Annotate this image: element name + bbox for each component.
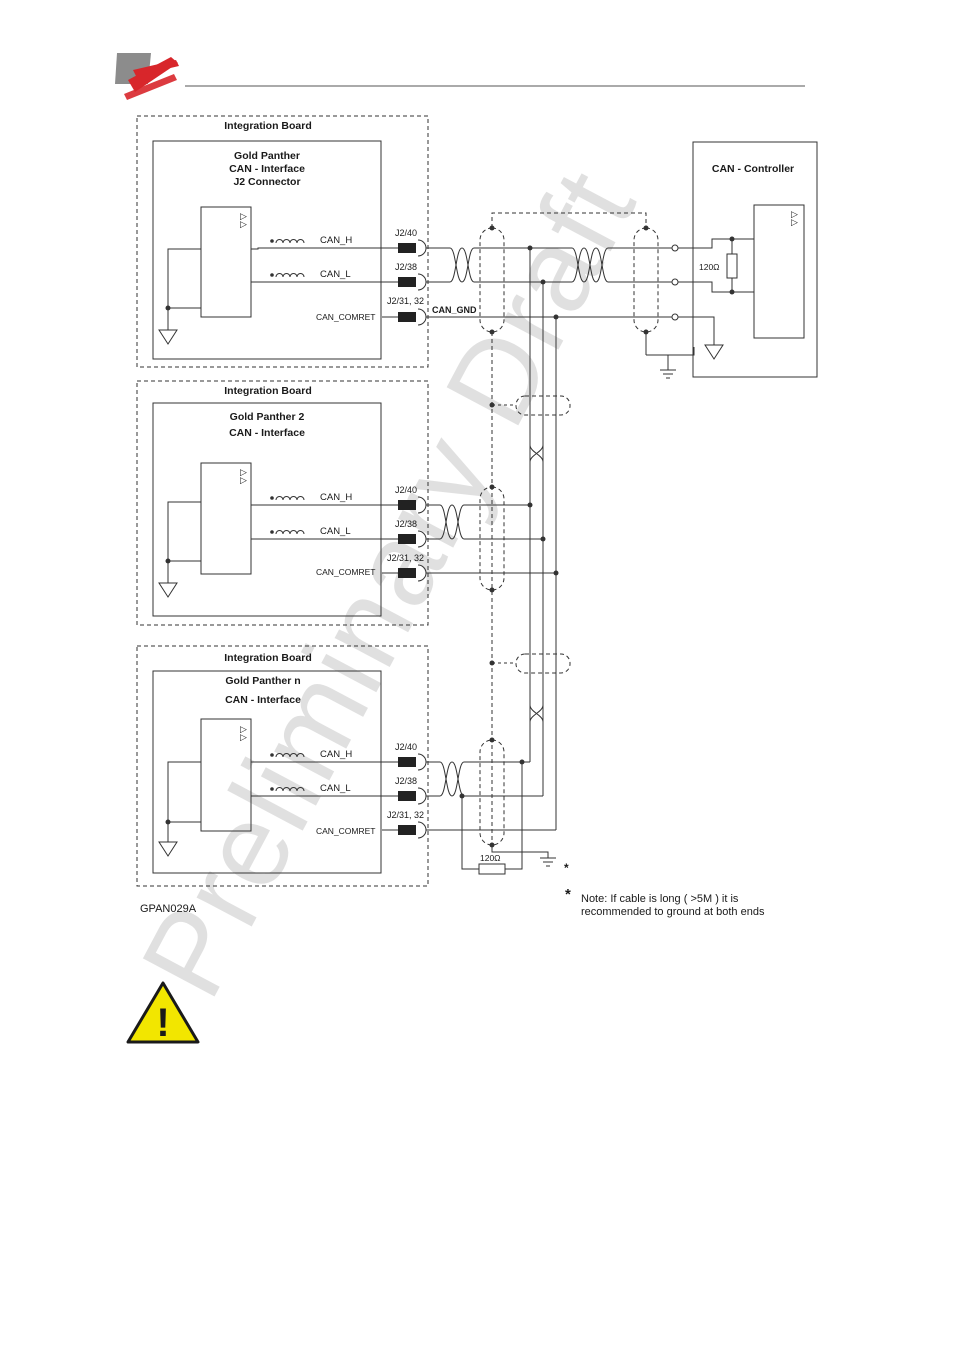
pin-l: J2/38 (395, 519, 417, 529)
can-controller: CAN - Controller ▷▷ 120Ω (671, 141, 818, 378)
can-h-label: CAN_H (320, 235, 352, 246)
drive-title: Gold Panther n (225, 675, 300, 687)
pin-gnd: J2/31, 32 (387, 810, 424, 820)
controller-title: CAN - Controller (712, 163, 794, 175)
can-comret-label: CAN_COMRET (316, 826, 376, 836)
can-l-label: CAN_L (320, 526, 351, 537)
svg-text:▷: ▷ (240, 475, 247, 485)
termination-resistor: 120Ω (480, 853, 501, 863)
drive-title: Gold Panther 2 (230, 411, 305, 423)
pin-l: J2/38 (395, 776, 417, 786)
note: Note: If cable is long ( >5M ) it is rec… (581, 893, 764, 919)
can-gnd-label: CAN_GND (432, 305, 477, 315)
drive-title: Gold Panther (234, 150, 300, 162)
note-star: * (565, 886, 571, 903)
can-h-label: CAN_H (320, 749, 352, 760)
board-title: Integration Board (224, 652, 312, 664)
can-h-label: CAN_H (320, 492, 352, 503)
can-l-label: CAN_L (320, 269, 351, 280)
note-line-1: Note: If cable is long ( >5M ) it is (581, 893, 739, 905)
can-comret-label: CAN_COMRET (316, 312, 376, 322)
figure-id: GPAN029A (140, 903, 197, 915)
pin-h: J2/40 (395, 228, 417, 238)
board-title: Integration Board (224, 120, 312, 132)
drive-subtitle: CAN - Interface (225, 694, 301, 706)
company-logo (115, 53, 179, 100)
svg-text:▷: ▷ (791, 209, 798, 219)
can-l-label: CAN_L (320, 783, 351, 794)
can-comret-label: CAN_COMRET (316, 567, 376, 577)
pin-gnd: J2/31, 32 (387, 296, 424, 306)
svg-text:▷: ▷ (240, 732, 247, 742)
pin-h: J2/40 (395, 485, 417, 495)
drive-subtitle: CAN - Interface (229, 163, 305, 175)
controller-resistor: 120Ω (699, 262, 720, 272)
integration-board-n: Integration Board Gold Panther n CAN - I… (136, 645, 569, 887)
warning-symbol: ! (156, 1001, 169, 1045)
integration-board-1: Integration Board Gold Panther CAN - Int… (136, 115, 429, 368)
pin-l: J2/38 (395, 262, 417, 272)
integration-board-2: Integration Board Gold Panther 2 CAN - I… (136, 380, 556, 626)
svg-text:▷: ▷ (240, 467, 247, 477)
bus-wiring (426, 212, 695, 840)
pin-gnd: J2/31, 32 (387, 553, 424, 563)
board-title: Integration Board (224, 385, 312, 397)
drive-subtitle: CAN - Interface (229, 427, 305, 439)
svg-text:▷: ▷ (240, 211, 247, 221)
warning-icon: ! (126, 981, 200, 1045)
svg-text:▷: ▷ (791, 217, 798, 227)
svg-text:▷: ▷ (240, 724, 247, 734)
pin-h: J2/40 (395, 742, 417, 752)
note-line-2: recommended to ground at both ends (581, 906, 765, 918)
drive-connector: J2 Connector (233, 176, 300, 188)
watermark: Preliminary Draft (116, 149, 661, 1017)
ground-star: * (564, 861, 569, 875)
svg-text:▷: ▷ (240, 219, 247, 229)
